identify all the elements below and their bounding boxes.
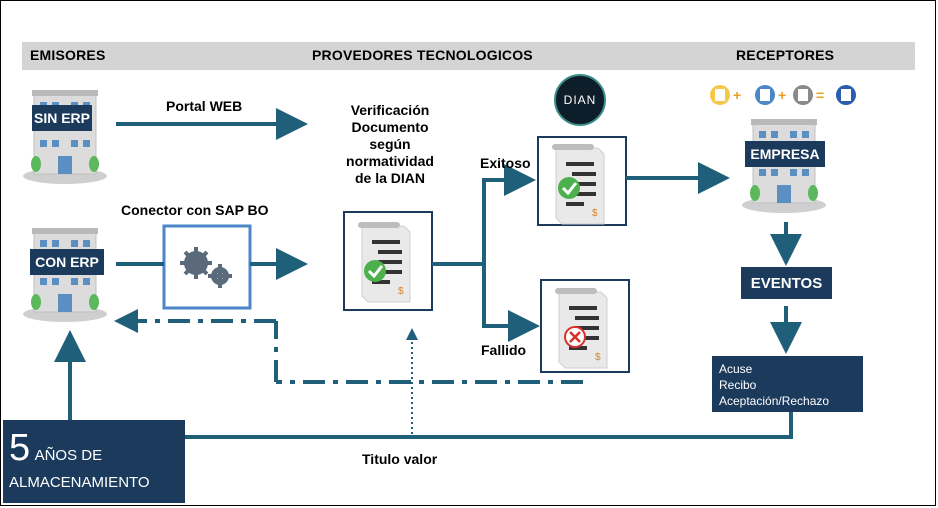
conector-label: Conector con SAP BO: [121, 202, 269, 218]
fallido-label: Fallido: [481, 342, 527, 358]
conector-box: [162, 224, 252, 310]
event-item-acuse: Acuse: [719, 362, 753, 376]
svg-text:+: +: [733, 87, 741, 103]
file-formats-icon: + + =: [710, 85, 856, 105]
dian-logo: DIAN: [554, 74, 606, 126]
storage-box: 5 AÑOS DE ALMACENAMIENTO: [3, 420, 185, 503]
line-storage-return: [70, 412, 793, 439]
verification-document-icon: [357, 221, 411, 303]
eventos-box: EVENTOS: [741, 267, 832, 299]
event-list-box: Acuse Recibo Aceptación/Rechazo: [712, 356, 863, 412]
portal-web-label: Portal WEB: [166, 98, 243, 114]
event-item-recibo: Recibo: [719, 378, 757, 392]
header-emisores: EMISORES: [30, 47, 106, 63]
header-bar: [22, 42, 915, 70]
exitoso-label: Exitoso: [480, 155, 531, 171]
svg-text:=: =: [816, 87, 824, 103]
building-con-erp-icon: [22, 227, 108, 323]
arrow-to-fallido: [482, 264, 540, 342]
header-receptores: RECEPTORES: [736, 47, 835, 63]
header-proveedores: PROVEDORES TECNOLOGICOS: [312, 47, 533, 63]
arrow-to-exitoso: [432, 164, 536, 266]
success-check-icon: [558, 177, 580, 199]
titulo-valor-label: Titulo valor: [362, 451, 438, 467]
storage-number: 5: [9, 427, 31, 469]
event-item-aceptacion: Aceptación/Rechazo: [719, 394, 830, 408]
check-icon: [364, 260, 386, 282]
gears-icon: [180, 247, 232, 288]
storage-text-2: ALMACENAMIENTO: [9, 474, 150, 491]
sin-erp-label: SIN ERP: [32, 105, 92, 131]
con-erp-label: CON ERP: [30, 249, 104, 275]
svg-text:+: +: [778, 87, 786, 103]
verification-text: Verificación Documento según normativida…: [346, 102, 434, 186]
storage-text-1: AÑOS DE: [34, 447, 103, 464]
empresa-label: EMPRESA: [745, 141, 825, 167]
